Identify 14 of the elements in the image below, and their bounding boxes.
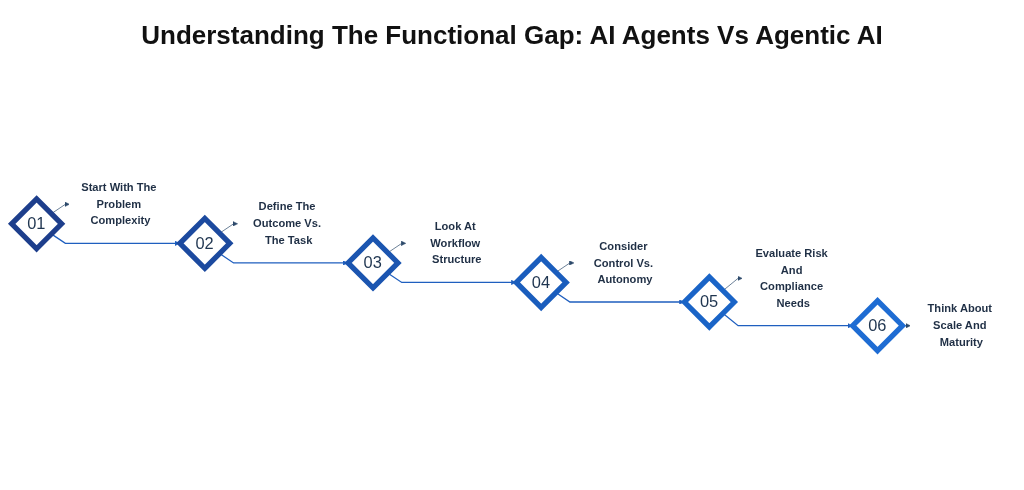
node-diamond: 04 bbox=[512, 253, 570, 312]
node-text: Think About Scale And Maturity bbox=[927, 302, 993, 349]
node-diamond: 06 bbox=[848, 297, 907, 355]
node-diamond: 05 bbox=[680, 273, 739, 331]
node-diamond: 02 bbox=[176, 214, 234, 273]
node-text: Start With The Problem Complexity bbox=[81, 180, 157, 227]
node-diamond: 03 bbox=[344, 234, 402, 292]
node-diamond: 01 bbox=[7, 195, 66, 253]
title: Understanding The Functional Gap: AI Agents Vs Agentic AI bbox=[141, 20, 883, 51]
arrow bbox=[722, 312, 853, 329]
node-text: Define The Outcome Vs. The Task bbox=[253, 200, 322, 247]
node-text: Evaluate Risk And Compliance Needs bbox=[755, 246, 828, 310]
node-text: Consider Control Vs. Autonomy bbox=[593, 239, 654, 286]
node-text: Look At Workflow Structure bbox=[430, 220, 482, 266]
